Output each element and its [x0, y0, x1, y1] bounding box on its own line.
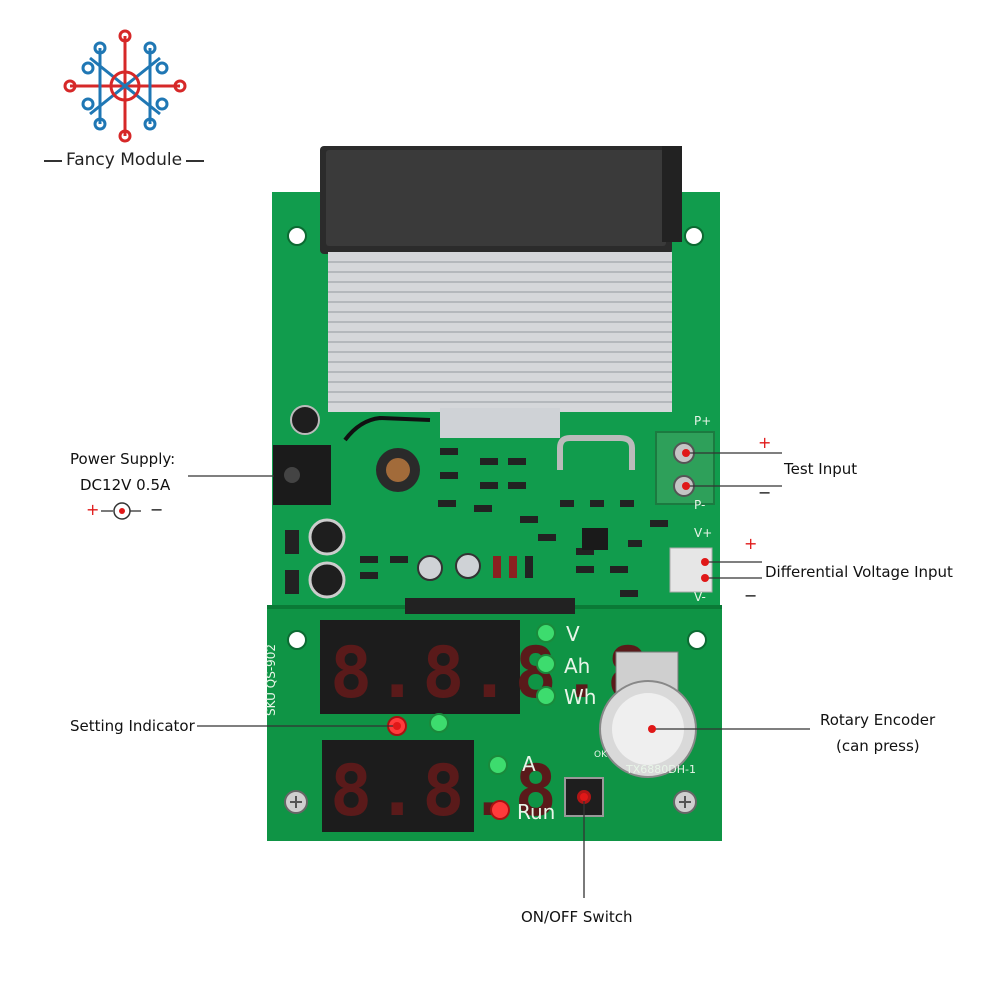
differential-connector [669, 547, 713, 593]
ic-chip [582, 528, 608, 550]
onoff-switch-label: ON/OFF Switch [521, 908, 633, 926]
mount-hole [287, 630, 307, 650]
power-minus-symbol: − [150, 500, 164, 519]
brand-line-left [44, 160, 62, 162]
svg-text:8.8.8.8: 8.8.8.8 [330, 632, 653, 714]
indicator-a-label: A [522, 752, 536, 776]
pin-v-minus-label: V- [694, 590, 706, 604]
pin-p-plus-label: P+ [694, 414, 712, 428]
capacitor [308, 518, 346, 556]
indicator-run-label: Run [517, 800, 556, 824]
mount-hole [287, 226, 307, 246]
power-plus-symbol: + [86, 500, 100, 519]
led-v [536, 623, 556, 643]
power-supply-rating: DC12V 0.5A [80, 476, 171, 494]
led-ah [536, 654, 556, 674]
capacitor [455, 553, 481, 579]
brand-logo [63, 29, 187, 143]
pin-header [405, 598, 575, 614]
encoder-part-label: TX6880DH-1 [626, 763, 696, 776]
capacitor [417, 555, 443, 581]
led-setting-green [429, 713, 449, 733]
capacitor [308, 561, 346, 599]
test-input-label: Test Input [784, 460, 858, 478]
svg-text:8.8.8: 8.8.8 [330, 750, 561, 832]
encoder-ok-label: OK [594, 750, 607, 760]
led-a [488, 755, 508, 775]
indicator-v-label: V [566, 622, 580, 646]
smd-components [360, 448, 668, 597]
differential-label: Differential Voltage Input [765, 563, 953, 581]
shunt-resistor [557, 435, 635, 470]
rotary-encoder-note: (can press) [836, 737, 920, 755]
power-supply-title: Power Supply: [70, 450, 176, 468]
indicator-wh-label: Wh [564, 685, 597, 709]
display-current [322, 740, 474, 832]
brand-line-right [186, 160, 204, 162]
test-input-plus: + [758, 433, 772, 452]
differential-minus: − [744, 586, 758, 605]
pin-v-plus-label: V+ [694, 526, 713, 540]
indicator-ah-label: Ah [564, 654, 591, 678]
brand-name: Fancy Module [66, 150, 183, 170]
rotary-encoder-label: Rotary Encoder [820, 711, 936, 729]
display-voltage [320, 620, 520, 714]
sku-label: SKU QS-902 [264, 643, 278, 716]
led-run [490, 800, 510, 820]
mount-hole [684, 226, 704, 246]
pin-p-minus-label: P- [694, 498, 706, 512]
test-input-minus: − [758, 483, 772, 502]
setting-indicator-label: Setting Indicator [70, 717, 195, 735]
capacitor [290, 405, 320, 435]
led-wh [536, 686, 556, 706]
differential-plus: + [744, 534, 758, 553]
dc-jack [273, 445, 331, 505]
mount-hole [687, 630, 707, 650]
